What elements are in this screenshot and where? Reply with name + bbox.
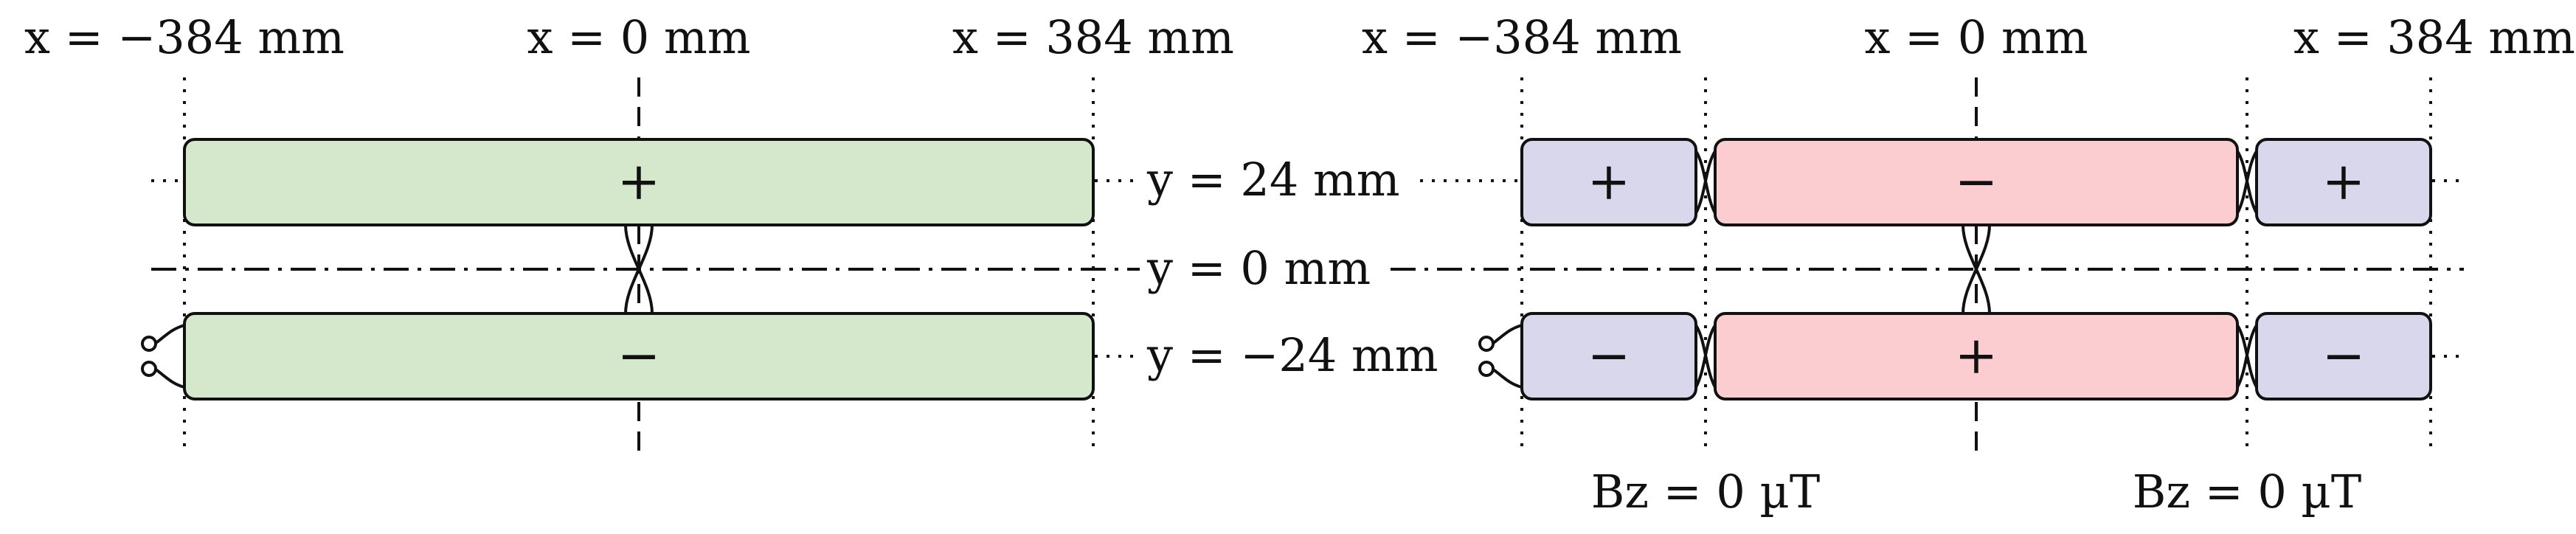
feed-leads <box>153 324 185 389</box>
crossover-lower-left <box>1694 324 1717 388</box>
upper-left-sign: + <box>1588 151 1631 212</box>
bz-label-right: Bz = 0 µT <box>2133 465 2361 519</box>
crossover-vertical <box>1962 224 1991 314</box>
left-x-label-384: x = 384 mm <box>952 10 1234 64</box>
y-label-minus-24: y = −24 mm <box>1146 328 1438 382</box>
bz-label-left: Bz = 0 µT <box>1591 465 1820 519</box>
lower-coil <box>183 312 1095 400</box>
lower-right-sign: − <box>2322 325 2366 386</box>
right-x-label-0: x = 0 mm <box>1864 10 2088 64</box>
lower-coil-sign: − <box>617 325 661 386</box>
upper-middle-sign: − <box>1955 151 1998 212</box>
right-panel: + − + − + − x = −384 mm x = 0 mm x = 384… <box>1362 10 2575 519</box>
lower-middle-sign: + <box>1955 325 1998 386</box>
y-label-0: y = 0 mm <box>1146 241 1371 295</box>
crossover-upper-left <box>1694 150 1717 214</box>
terminal-right-top <box>1478 336 1495 352</box>
lower-left-sign: − <box>1588 325 1631 386</box>
upper-left-coil <box>1520 138 1697 226</box>
y-label-24: y = 24 mm <box>1146 153 1400 207</box>
left-panel: + − x = −384 mm x = 0 mm x = 384 mm y = … <box>24 10 1438 461</box>
right-x-label-minus-384: x = −384 mm <box>1362 10 1682 64</box>
crossover-wire <box>624 224 654 314</box>
lower-middle-coil <box>1714 312 2239 400</box>
left-x-label-minus-384: x = −384 mm <box>24 10 344 64</box>
terminal-right-bottom <box>1478 361 1495 377</box>
terminal-top <box>141 336 157 352</box>
crossover-upper-right <box>2236 150 2258 214</box>
feed-leads-right <box>1491 324 1523 389</box>
lower-right-coil <box>2255 312 2432 400</box>
upper-coil <box>183 138 1095 226</box>
right-x-label-384: x = 384 mm <box>2293 10 2575 64</box>
upper-middle-coil <box>1714 138 2239 226</box>
upper-right-coil <box>2255 138 2432 226</box>
left-x-label-0: x = 0 mm <box>527 10 750 64</box>
upper-right-sign: + <box>2322 151 2366 212</box>
crossover-lower-right <box>2236 324 2258 388</box>
upper-coil-sign: + <box>617 151 661 212</box>
lower-left-coil <box>1520 312 1697 400</box>
terminal-bottom <box>141 361 157 377</box>
